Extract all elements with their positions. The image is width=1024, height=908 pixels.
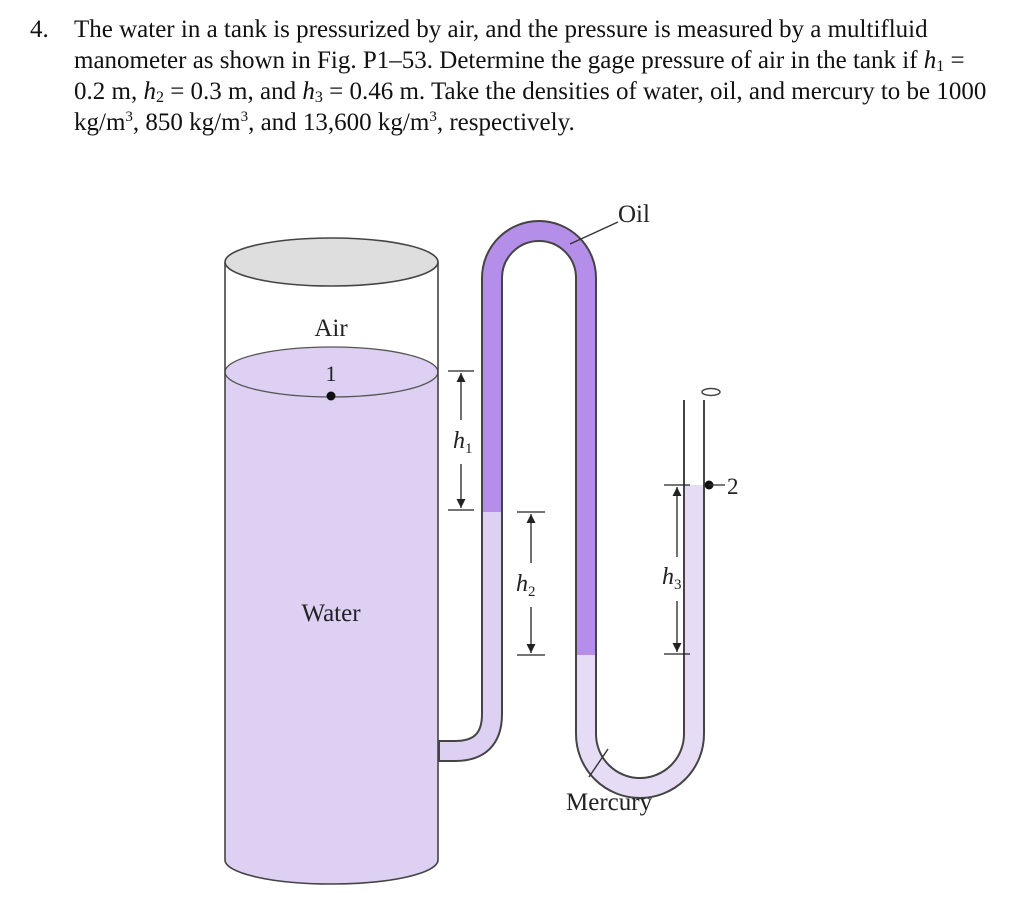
water-label: Water [301,600,361,627]
tube-oil [483,222,595,655]
h2-label-symbol: h [516,571,528,597]
tube-mercury [577,485,703,797]
units-exponent-2: 3 [240,109,249,125]
problem-text: The water in a tank is pressurized by ai… [74,14,1000,138]
tube-water-bottom [440,512,501,760]
problem-statement: 4. The water in a tank is pressurized by… [30,14,1000,138]
h2-dimension: h2 [516,511,545,656]
point2-label: 2 [727,474,739,499]
h2-label: h2 [516,571,536,600]
problem-text-part-7: , respectively. [436,109,575,136]
problem-text-part-1: The water in a tank is pressurized by ai… [74,16,928,74]
h2-symbol: h [143,78,156,105]
h1-label-subscript: 1 [465,441,473,457]
tank [224,237,439,885]
tube-open-end [701,387,721,397]
h1-dimension: h1 [448,370,474,511]
h3-label-symbol: h [662,564,674,590]
point1-marker [326,391,336,401]
h3-subscript: 3 [314,89,323,106]
tank-top [224,237,439,287]
problem-text-part-4: = 0.46 m. Take the densities of water, o… [74,78,987,136]
problem-text-part-2: = 0.2 m, [74,47,965,105]
mercury-label: Mercury [566,789,653,816]
h1-symbol: h [923,47,937,74]
manometer-tube [438,220,721,799]
h2-label-subscript: 2 [528,584,536,600]
tube-outline [438,220,705,799]
oil-label: Oil [618,201,650,228]
h3-dimension: h3 [662,484,690,655]
h2-subscript: 2 [155,89,164,106]
point1-label: 1 [326,361,337,386]
oil-leader-line [569,221,619,245]
h1-label: h1 [453,428,473,457]
h3-label-subscript: 3 [674,577,682,593]
h1-subscript: 1 [936,58,945,75]
h3-symbol: h [302,78,315,105]
h1-label-symbol: h [453,428,465,454]
tank-water-region [225,372,438,885]
tank-bottom [224,859,439,885]
problem-text-part-5: , 850 kg/m [132,109,241,136]
problem-text-part-3: = 0.3 m, and [163,78,303,105]
problem-number: 4. [30,16,49,43]
units-exponent-1: 3 [125,109,133,125]
problem-text-part-6: , and 13,600 kg/m [248,109,430,136]
units-exponent-3: 3 [429,109,437,125]
air-label: Air [314,315,348,342]
mercury-leader-line [588,748,609,778]
h3-label: h3 [662,564,682,593]
